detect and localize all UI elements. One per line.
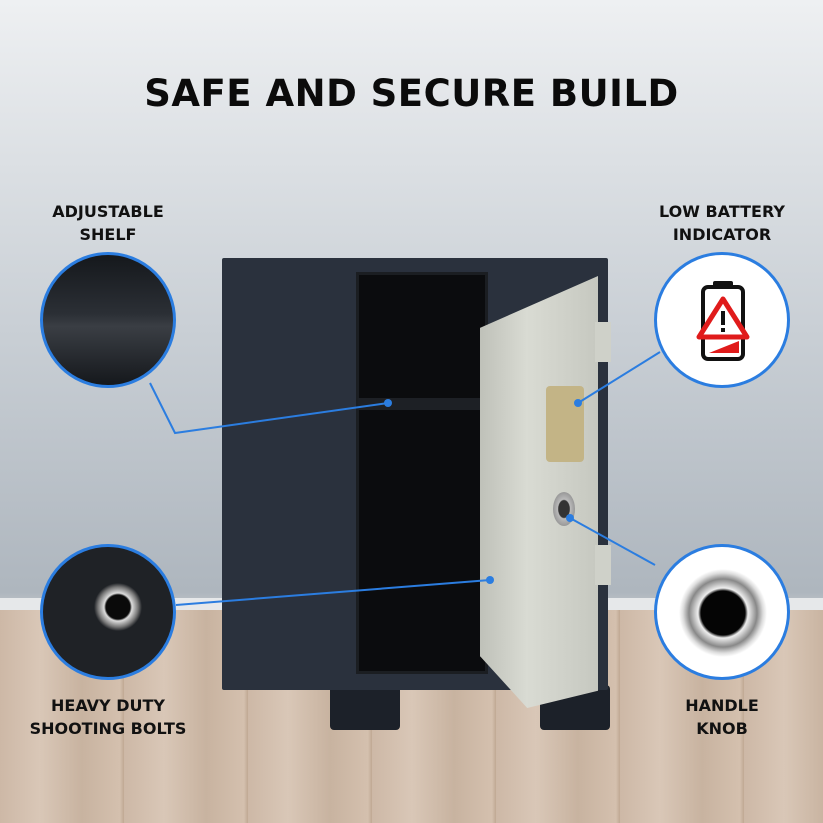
adjustable-shelf-label: ADJUSTABLE SHELF xyxy=(18,200,198,246)
label-line: HEAVY DUTY xyxy=(51,696,165,715)
label-line: SHELF xyxy=(79,225,137,244)
label-line: KNOB xyxy=(696,719,748,738)
label-line: HANDLE xyxy=(685,696,759,715)
shooting-bolts-label: HEAVY DUTY SHOOTING BOLTS xyxy=(18,694,198,740)
label-line: LOW BATTERY xyxy=(659,202,785,221)
label-line: INDICATOR xyxy=(672,225,772,244)
knob-closeup xyxy=(654,544,790,680)
safe-foot xyxy=(330,685,400,730)
headline: SAFE AND SECURE BUILD xyxy=(144,72,679,115)
battery-closeup xyxy=(654,252,790,388)
hinge xyxy=(595,322,611,362)
low-battery-warning-icon xyxy=(696,281,750,361)
keypad xyxy=(546,386,584,462)
low-battery-label: LOW BATTERY INDICATOR xyxy=(632,200,812,246)
label-line: SHOOTING BOLTS xyxy=(29,719,187,738)
label-line: ADJUSTABLE xyxy=(52,202,164,221)
safe-door xyxy=(480,276,598,708)
hinge xyxy=(595,545,611,585)
handle-knob-label: HANDLE KNOB xyxy=(632,694,812,740)
bolt-closeup xyxy=(40,544,176,680)
shelf-closeup xyxy=(40,252,176,388)
